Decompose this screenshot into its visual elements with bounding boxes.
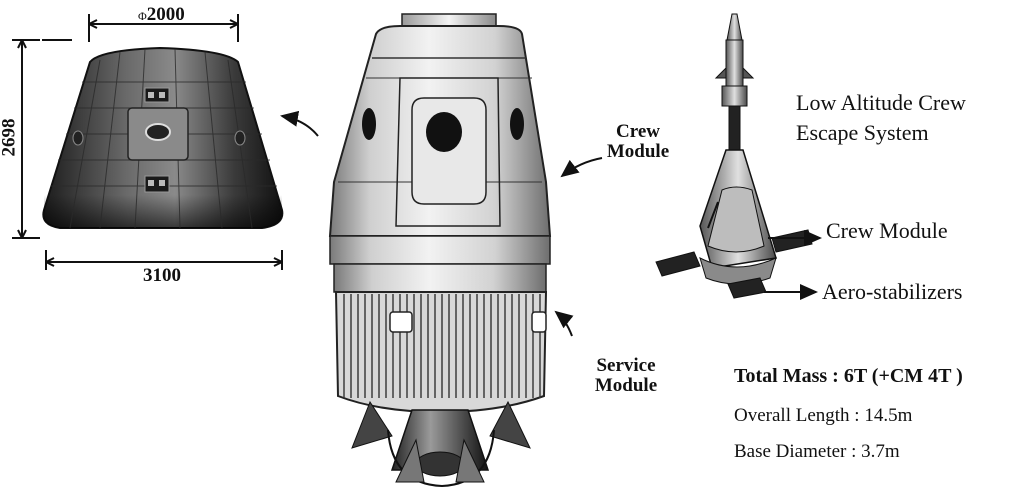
spacecraft-main-drawing (328, 13, 552, 488)
base-diameter-spec: Base Diameter : 3.7m (734, 441, 900, 462)
diameter-symbol: Φ (138, 9, 147, 23)
total-mass-spec: Total Mass : 6T (+CM 4T ) (734, 365, 963, 387)
crew-module-pointer-arrow (560, 157, 603, 178)
top-width-value: 2000 (146, 4, 185, 25)
escape-crew-module-label: Crew Module (826, 218, 948, 243)
overall-length-spec: Overall Length : 14.5m (734, 405, 913, 426)
escape-system-drawing (655, 13, 813, 299)
capsule-pointer-arrow (280, 110, 319, 137)
aero-stabilizers-label: Aero-stabilizers (822, 279, 963, 304)
height-label: 2698 (0, 118, 20, 157)
crew-module-label-line1: Crew (616, 121, 660, 142)
top-width-label: Φ2000 (138, 5, 185, 24)
service-module-label-line1: Service (596, 355, 656, 376)
base-width-label: 3100 (143, 265, 181, 286)
crew-module-label: Crew Module (596, 122, 680, 162)
escape-system-title-line1: Low Altitude Crew (796, 90, 966, 115)
crew-module-label-line2: Module (606, 141, 670, 162)
crew-module-capsule-drawing (42, 46, 284, 229)
escape-system-title: Low Altitude Crew Escape System (796, 88, 966, 148)
escape-system-title-line2: Escape System (796, 120, 929, 145)
service-module-pointer-arrow (554, 310, 574, 337)
capsule-dimension-lines (12, 14, 283, 270)
service-module-label-line2: Module (594, 375, 658, 396)
service-module-label: Service Module (580, 356, 672, 396)
